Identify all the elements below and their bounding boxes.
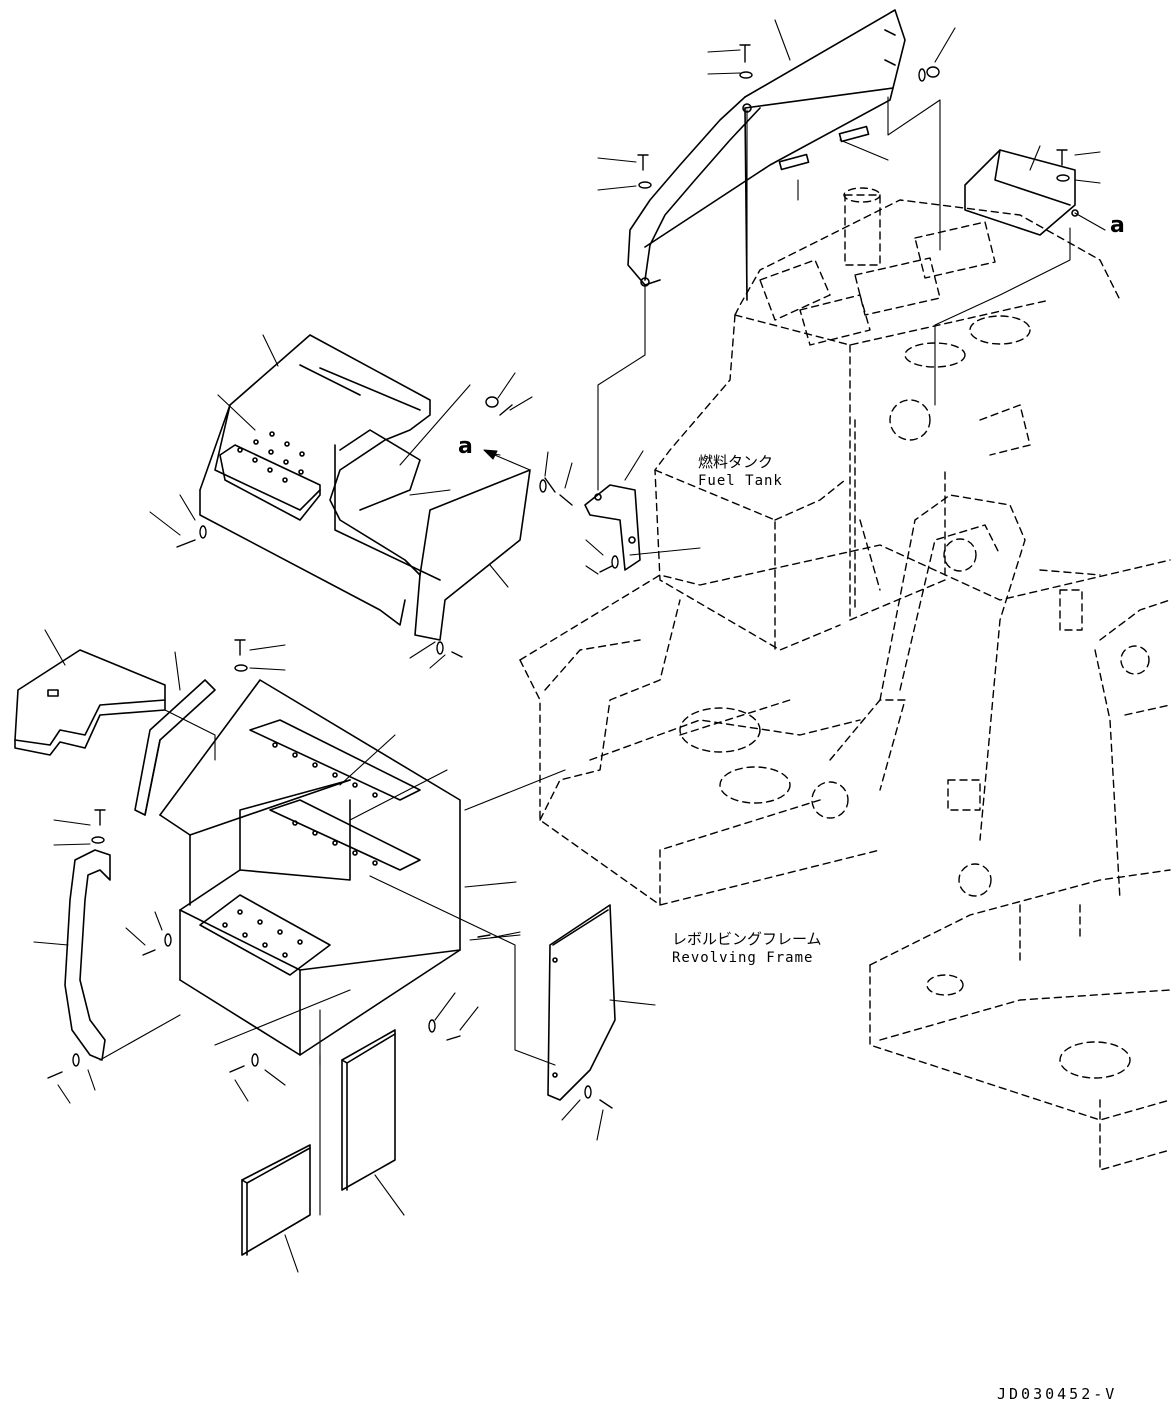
shim-plate <box>14 649 166 756</box>
step-cover-assembly <box>199 334 531 641</box>
revolving-frame-label-jp: レボルビングフレーム <box>672 930 822 948</box>
fuel-tank-label-jp: 燃料タンク <box>698 453 774 471</box>
step-box-assembly <box>134 679 461 1056</box>
side-cover-plate <box>964 149 1079 236</box>
leader-lines <box>33 19 1106 1273</box>
document-id: JD030452-V <box>997 1385 1118 1403</box>
handrail <box>64 849 111 1061</box>
side-panel <box>547 904 616 1101</box>
reference-a-upper: a <box>1110 213 1125 238</box>
top-cover-assembly <box>627 9 906 301</box>
reference-a-lower: a <box>458 434 473 459</box>
fuel-tank-label-en: Fuel Tank <box>698 473 783 489</box>
fasteners <box>47 44 1070 1109</box>
rubber-pads <box>241 1029 396 1256</box>
revolving-frame <box>519 494 1171 1171</box>
bracket <box>584 484 641 571</box>
fuel-tank <box>654 187 1121 651</box>
revolving-frame-label-en: Revolving Frame <box>672 950 814 966</box>
